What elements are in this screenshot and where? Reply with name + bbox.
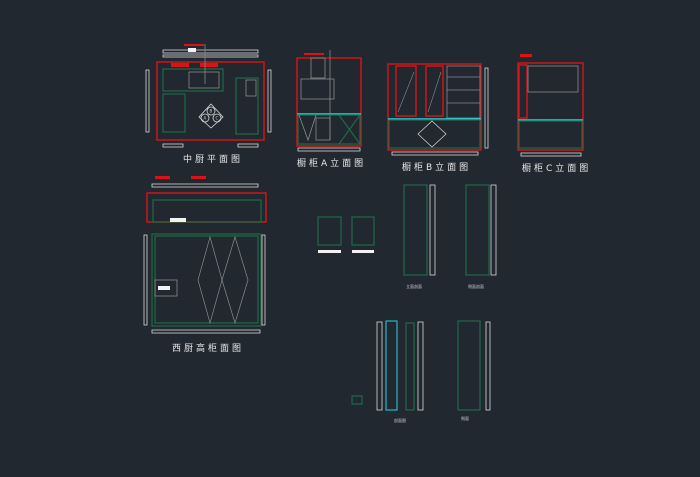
title-cabinet-a: 橱柜A立面图: [297, 157, 366, 169]
title-cabinet-c: 橱柜C立面图: [522, 162, 591, 174]
cabinet-a-elevation: 橱柜A立面图: [296, 50, 366, 169]
cabinet-b-elevation: 橱柜B立面图: [387, 63, 489, 173]
label-tall-section-4: 侧面: [461, 415, 469, 421]
marker-c: C: [216, 116, 219, 121]
title-cabinet-b: 橱柜B立面图: [402, 161, 471, 173]
label-tall-section-1: 立面剖面: [406, 283, 422, 289]
marker-a: A: [204, 116, 207, 121]
small-section-details: 立面剖面 侧面剖面 剖面图 侧面: [317, 184, 497, 423]
label-tall-section-3: 剖面图: [394, 417, 406, 423]
marker-b: B: [210, 109, 213, 114]
cabinet-c-elevation: 橱柜C立面图: [517, 54, 591, 174]
central-kitchen-plan: B A C 中厨平面图: [145, 44, 272, 165]
western-kitchen-tall-cabinet: 西厨高柜面图: [143, 176, 267, 354]
title-western-kitchen-tall-cabinet: 西厨高柜面图: [172, 342, 244, 354]
label-tall-section-2: 侧面剖面: [468, 283, 484, 289]
title-central-kitchen-plan: 中厨平面图: [183, 153, 243, 165]
